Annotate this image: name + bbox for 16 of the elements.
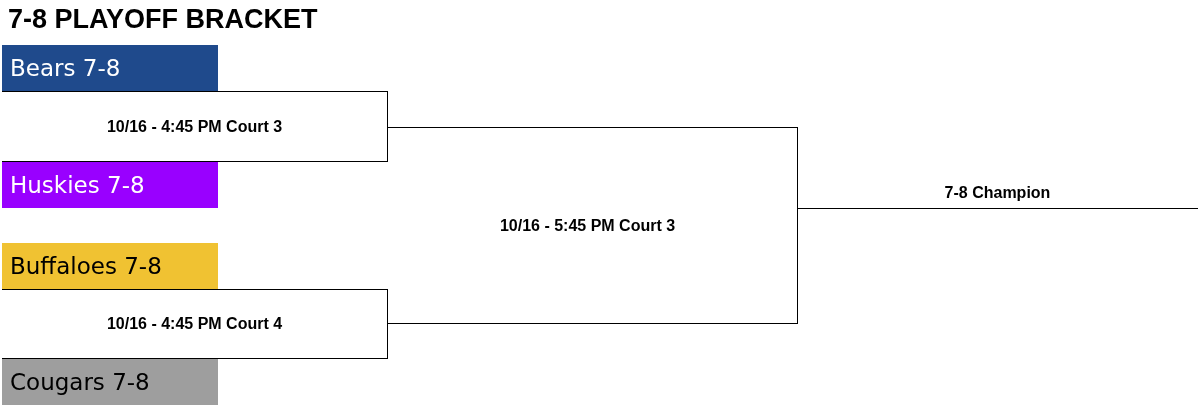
match-bracket bbox=[2, 91, 388, 162]
team-bar bbox=[2, 243, 218, 289]
bracket-title: 7-8 PLAYOFF BRACKET bbox=[8, 4, 318, 35]
match-time: 10/16 - 4:45 PM Court 4 bbox=[106, 315, 283, 333]
team-name: Buffaloes 7-8 bbox=[10, 253, 162, 279]
match-bracket bbox=[2, 289, 388, 359]
team-bar bbox=[2, 359, 218, 405]
match-time: 10/16 - 5:45 PM Court 3 bbox=[499, 216, 676, 235]
champion-label: 7-8 Champion bbox=[944, 184, 1051, 202]
match-bracket bbox=[388, 127, 798, 324]
team-bar bbox=[2, 45, 218, 91]
match-time: 10/16 - 4:45 PM Court 3 bbox=[106, 117, 283, 136]
team-name: Huskies 7-8 bbox=[10, 172, 145, 198]
team-bar bbox=[2, 162, 218, 208]
team-name: Cougars 7-8 bbox=[10, 369, 150, 395]
team-name: Bears 7-8 bbox=[10, 55, 121, 81]
